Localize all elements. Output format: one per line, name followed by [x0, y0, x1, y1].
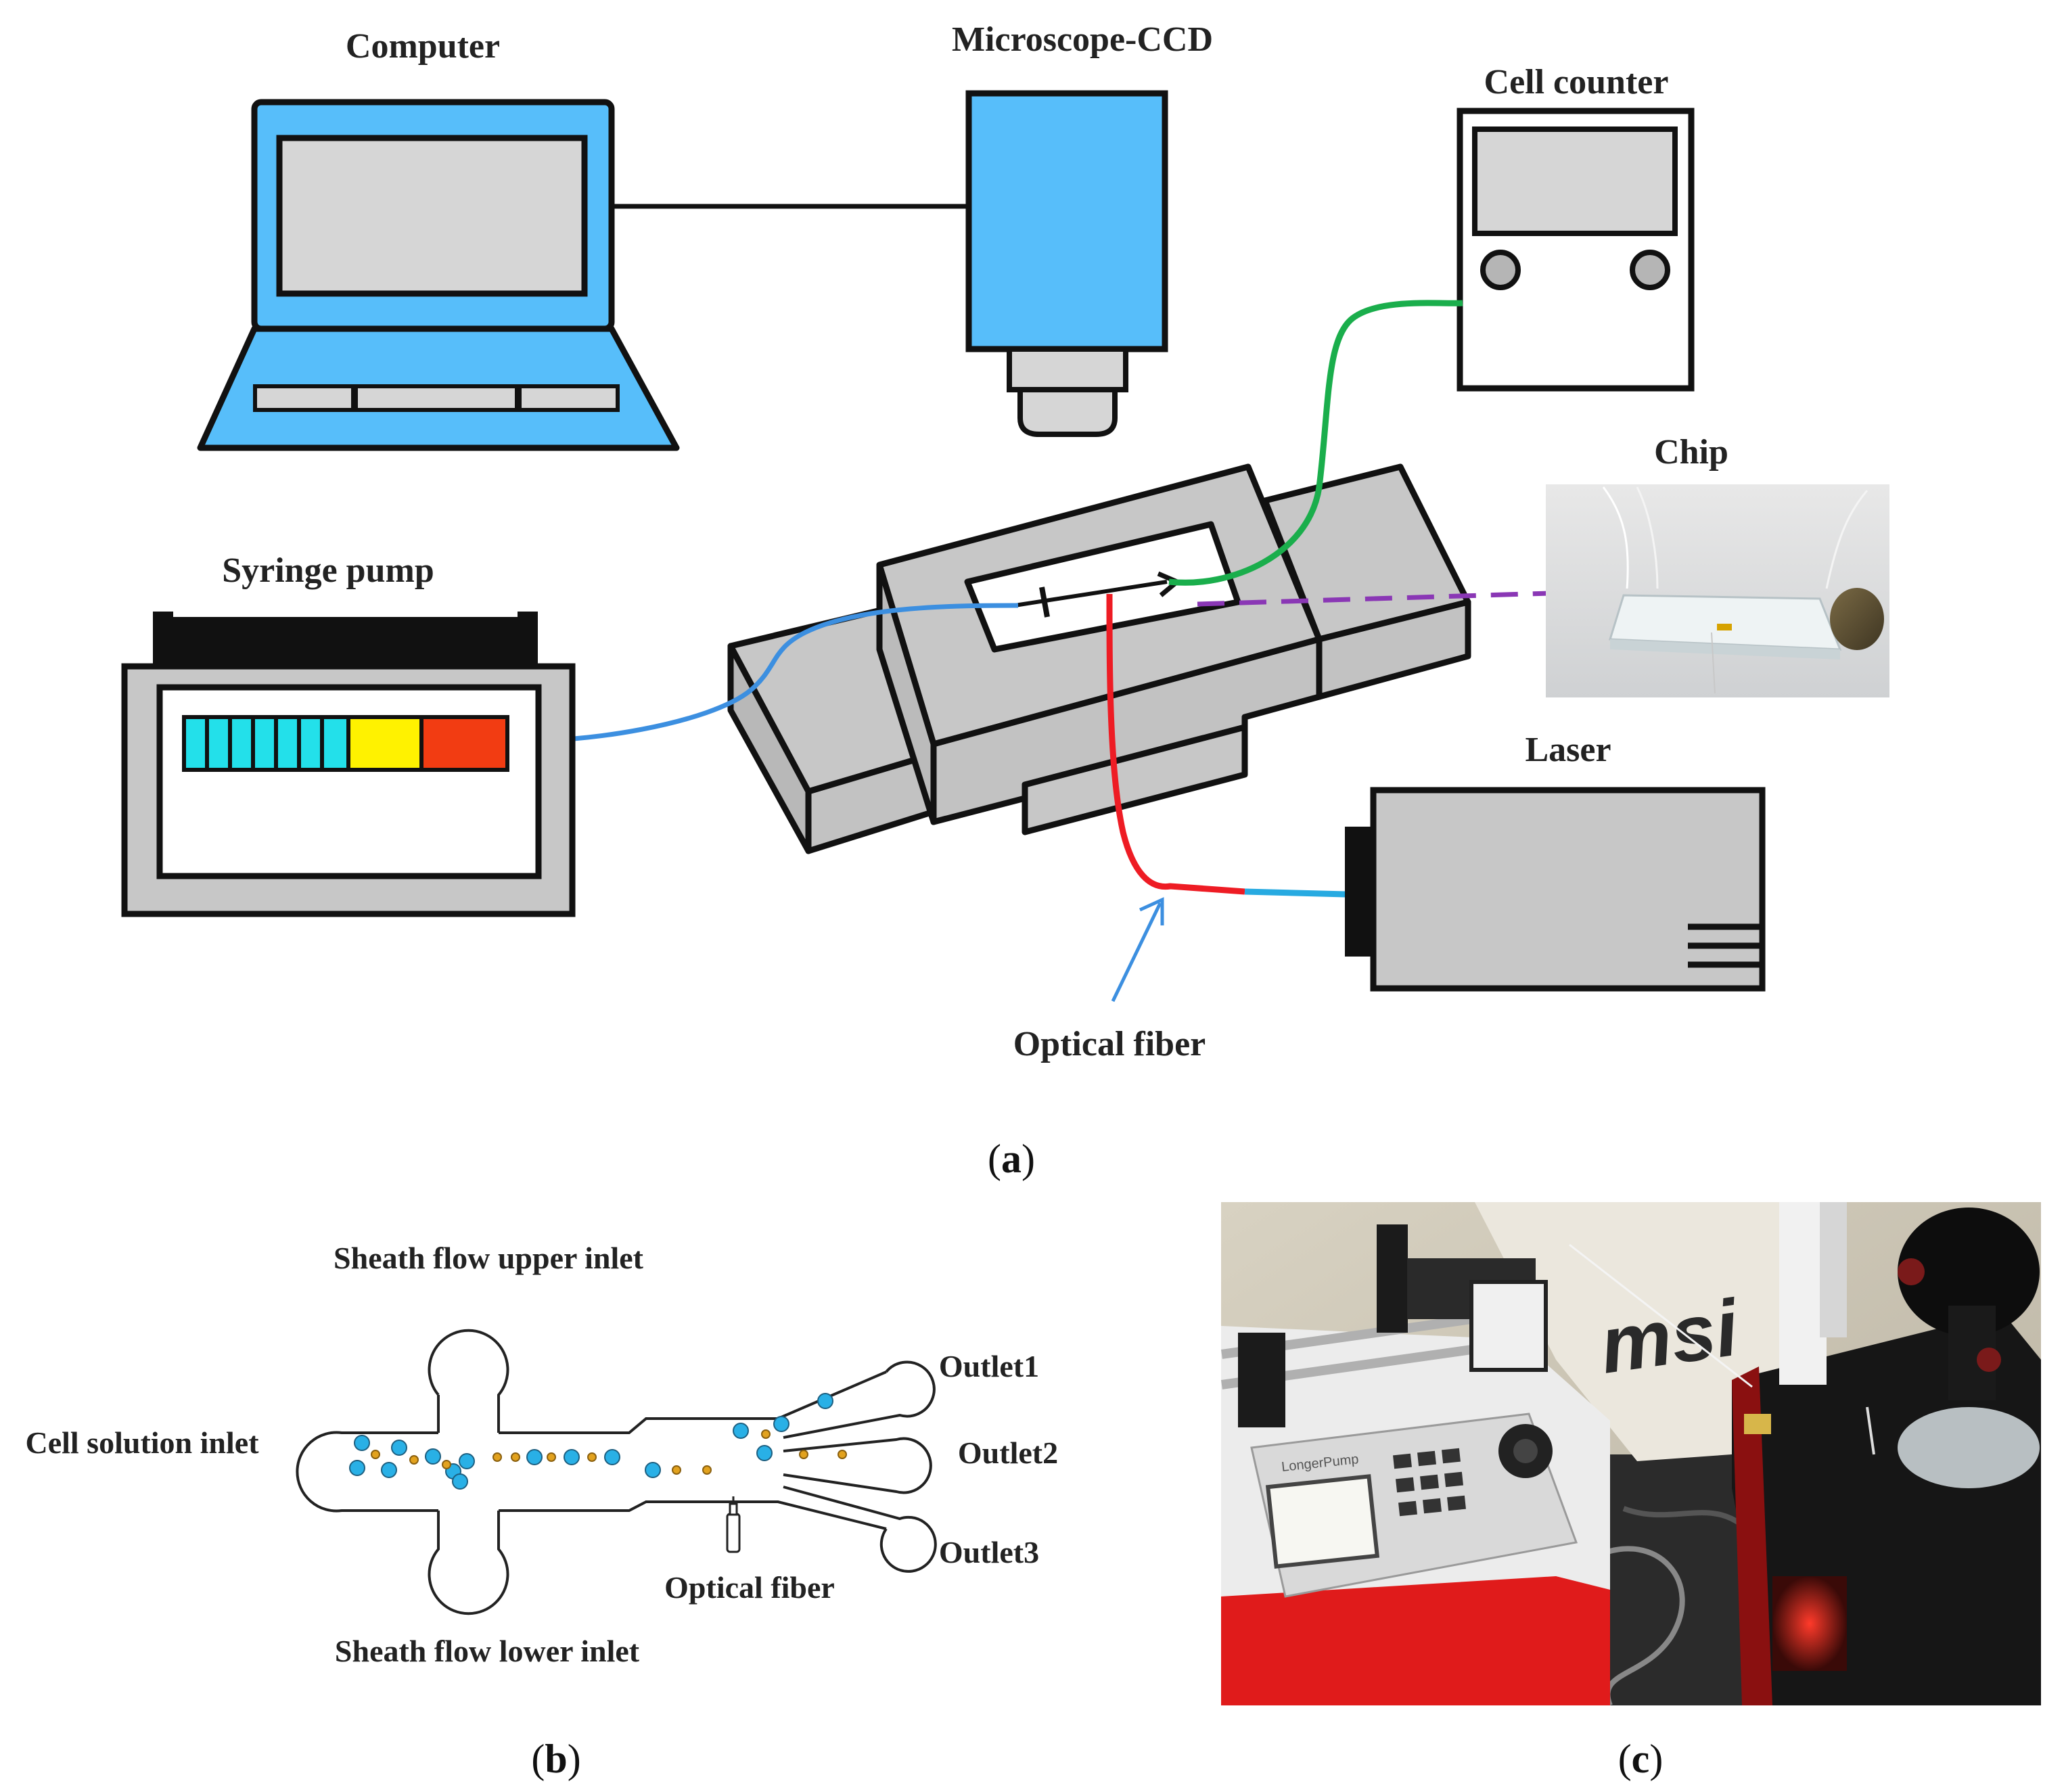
laser-fiber-segment: [1244, 888, 1347, 898]
lower-inlet-label: Sheath flow lower inlet: [335, 1634, 640, 1668]
inlet-tubing: [507, 603, 1019, 743]
chip-label: Chip: [1654, 433, 1728, 472]
microfluidic-channel: [296, 1329, 937, 1615]
microscope-ccd-icon: [965, 90, 1168, 437]
optical-fiber-b-label: Optical fiber: [664, 1570, 835, 1605]
panel-c-photo: msi LongerPump: [1221, 1202, 2041, 1781]
outlet1-label: Outlet1: [939, 1349, 1039, 1383]
cells: [349, 1393, 847, 1490]
caption-a: (a): [988, 1136, 1035, 1181]
microscope-stage: [727, 463, 1471, 854]
computer-label: Computer: [346, 27, 500, 66]
panel-a: Computer Microscope-CCD Cell counter: [121, 20, 1889, 1181]
upper-inlet-label: Sheath flow upper inlet: [334, 1241, 644, 1275]
msi-logo: msi: [1595, 1283, 1745, 1390]
caption-c: (c): [1618, 1737, 1664, 1781]
pump-keypad: [1393, 1448, 1466, 1517]
outlet2-label: Outlet2: [958, 1435, 1058, 1470]
panel-b: Sheath flow upper inlet Cell solution in…: [25, 1241, 1058, 1781]
cell-counter-label: Cell counter: [1484, 63, 1669, 101]
laser-label: Laser: [1525, 731, 1611, 769]
optical-fiber-label: Optical fiber: [1013, 1025, 1206, 1063]
syringe-pump-icon: [121, 612, 576, 917]
cell-counter-icon: [1457, 108, 1695, 392]
laptop-icon: [197, 99, 680, 451]
green-fiber: [1168, 300, 1463, 586]
chip-photo: [1546, 484, 1889, 697]
syringe-pump-label: Syringe pump: [222, 551, 434, 590]
microscope-label: Microscope-CCD: [952, 20, 1213, 59]
outlet3-label: Outlet3: [939, 1535, 1039, 1569]
laser-icon: [1345, 787, 1766, 992]
optical-fiber-probe: [726, 1496, 741, 1553]
chip-callout-dashed-line: [1197, 591, 1550, 607]
caption-b: (b): [531, 1737, 580, 1781]
optical-fiber-arrow: [1111, 897, 1164, 1003]
red-fiber: [1106, 593, 1245, 895]
cell-inlet-label: Cell solution inlet: [25, 1425, 259, 1460]
